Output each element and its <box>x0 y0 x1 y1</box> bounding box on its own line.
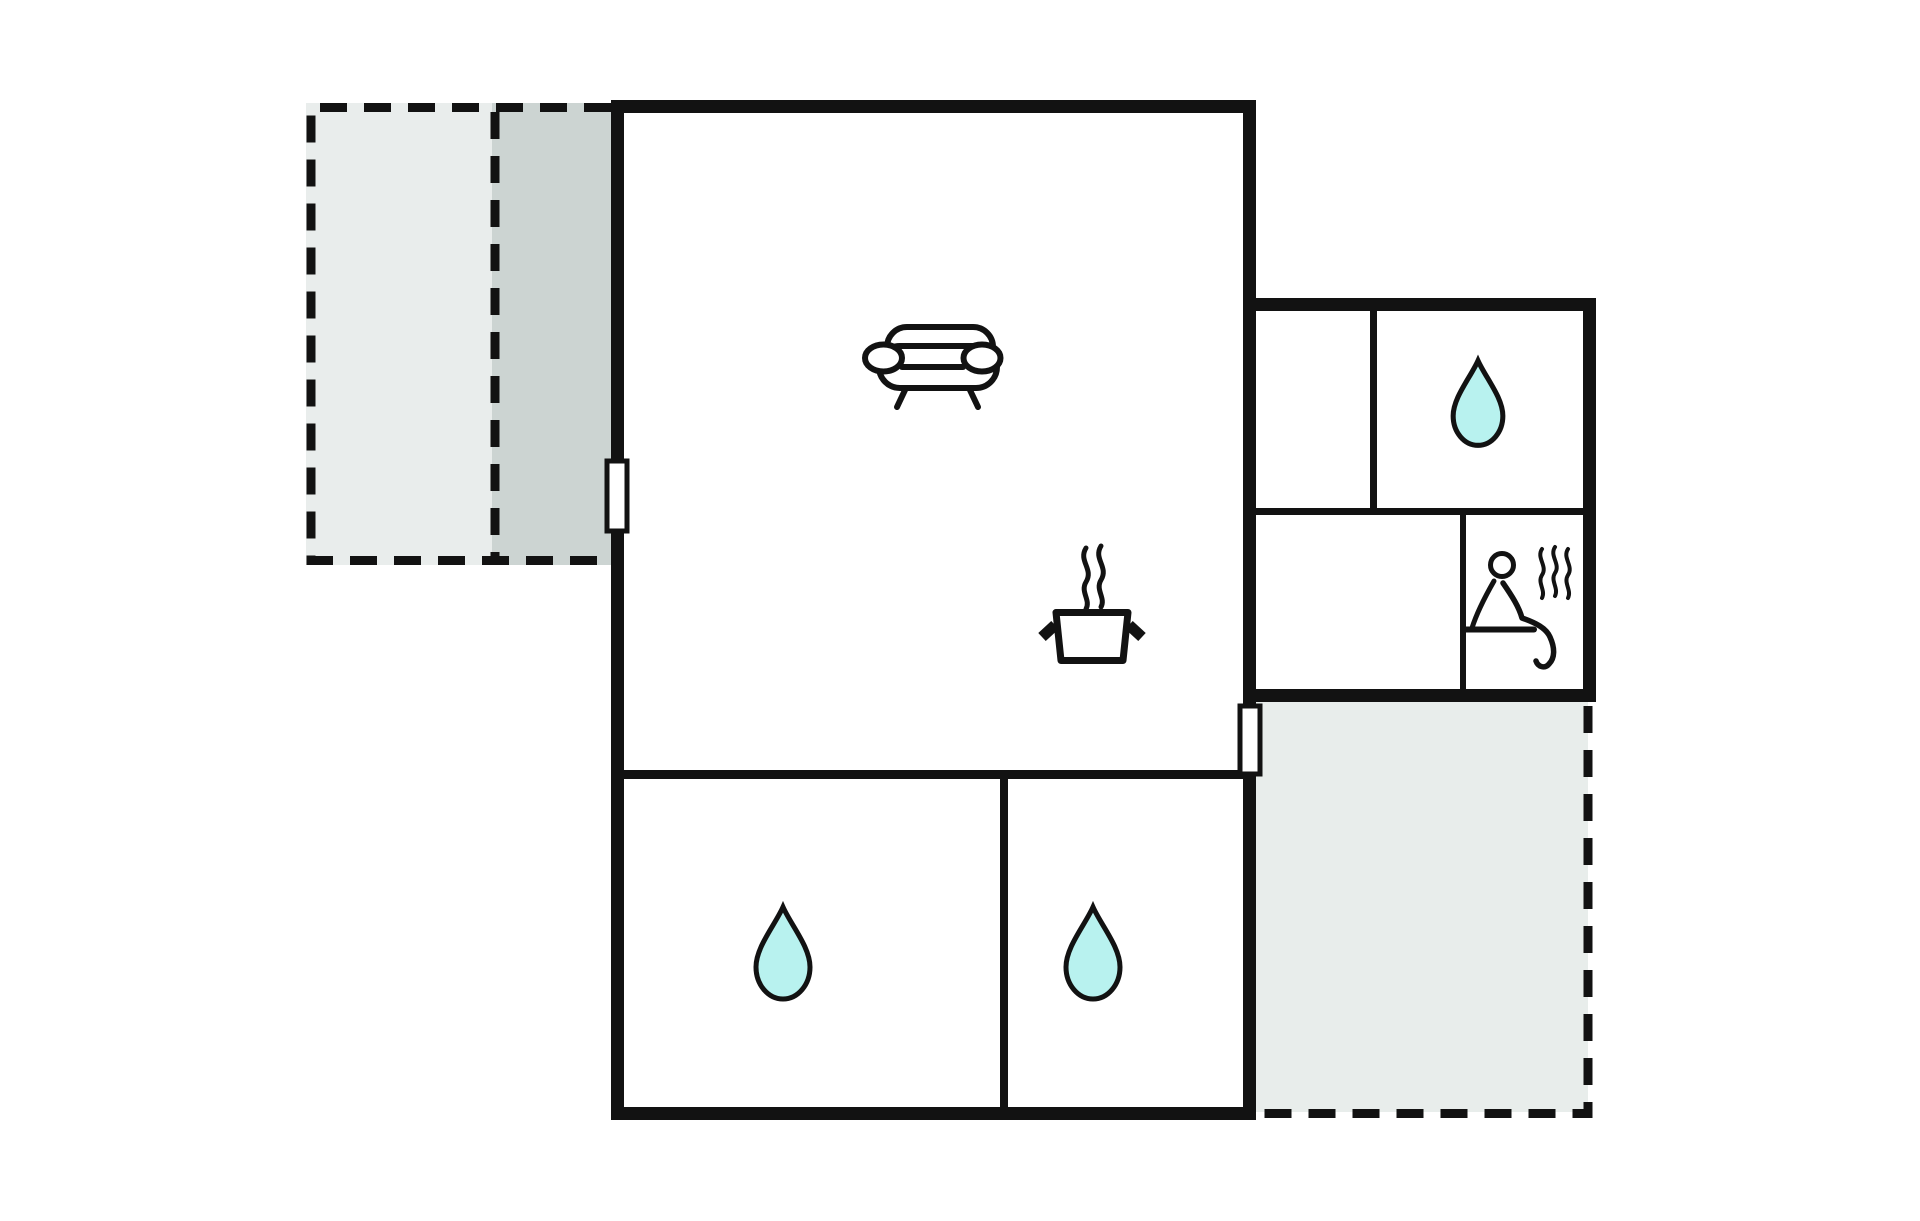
sauna-person-head <box>1488 551 1516 579</box>
pot-steam-icon <box>1081 545 1091 612</box>
sauna-person-arm <box>1469 578 1497 631</box>
wall-sauna-left <box>1460 515 1466 689</box>
living-room-area <box>624 113 1243 770</box>
sauna-steam-icon <box>1551 545 1559 598</box>
bedroom-right-area <box>1008 779 1243 1107</box>
wall-wing-row-divider <box>1256 508 1583 515</box>
pot-steam-icon <box>1096 543 1106 610</box>
wall-main-top <box>611 100 1256 113</box>
terrace-southeast <box>1254 702 1593 1118</box>
building-walls <box>611 100 1596 1120</box>
wall-wing-top <box>1243 298 1596 311</box>
terrace-nw-open-area <box>306 103 492 565</box>
wall-bathroom-divider <box>1370 311 1377 508</box>
bedroom-left-area <box>624 779 1000 1107</box>
sauna-steam-icon <box>1538 547 1546 600</box>
pot-body <box>1052 609 1132 664</box>
terrace-northwest <box>306 103 611 565</box>
sofa-leg-left <box>894 385 909 410</box>
terrace-se-dashed-border <box>1254 706 1593 1118</box>
wall-bedrooms-top <box>611 770 1256 779</box>
wall-main-right <box>1243 100 1256 1120</box>
sauna-person-body-leg <box>1500 580 1557 670</box>
water-drops <box>753 354 1506 1002</box>
terrace-nw-covered-area <box>492 103 611 565</box>
sofa-armrest-left <box>862 341 905 375</box>
sauna-person-icon <box>1463 545 1572 670</box>
terrace-se-area <box>1256 702 1588 1112</box>
sofa-leg-right <box>966 385 981 410</box>
door-right-wall <box>1237 703 1263 777</box>
wall-bedroom-divider <box>1000 770 1008 1115</box>
door-left-wall <box>604 458 630 534</box>
wall-wing-right <box>1583 298 1596 702</box>
wing-hallway-area <box>1256 515 1460 689</box>
wall-main-bottom <box>611 1107 1256 1120</box>
water-drop-icon-bathroom <box>1450 354 1506 448</box>
sofa-armrest-right <box>960 341 1004 375</box>
cooking-pot-icon <box>1038 543 1146 664</box>
sauna-steam-icon <box>1564 547 1572 600</box>
wall-main-left <box>611 100 624 1120</box>
sofa-icon <box>862 324 1004 410</box>
doors <box>604 458 1263 777</box>
pot-handle-right <box>1125 620 1146 642</box>
water-drop-icon-bedroom-right <box>1063 900 1123 1002</box>
terrace-nw-dashed-border <box>306 103 611 565</box>
wing-room-entry-area <box>1256 311 1370 508</box>
wall-wing-bottom <box>1243 689 1596 702</box>
pot-handle-left <box>1038 620 1059 642</box>
water-drop-icon-bedroom-left <box>753 900 813 1002</box>
